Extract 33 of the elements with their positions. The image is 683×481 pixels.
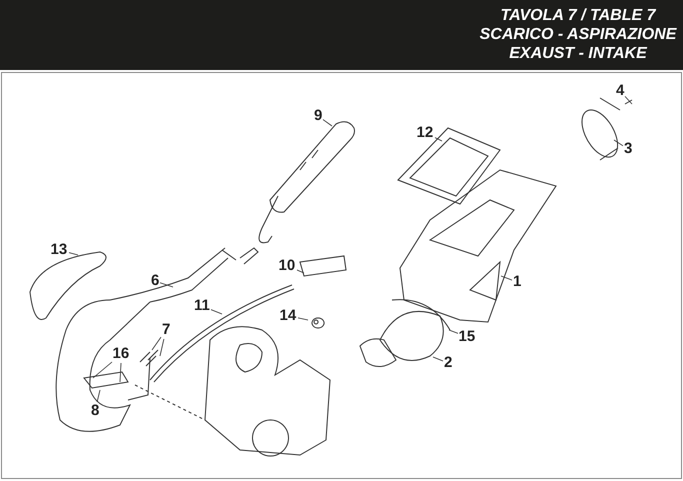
- callout-number: 14: [280, 308, 296, 324]
- callout-number: 16: [112, 346, 130, 362]
- leader-line: [448, 330, 458, 334]
- leader-line: [614, 140, 624, 146]
- leader-line: [210, 309, 222, 314]
- callout-number: 8: [91, 403, 100, 419]
- leader-line: [152, 336, 162, 350]
- callout-number: 11: [194, 298, 210, 314]
- callout-number: 12: [416, 125, 434, 141]
- callout-number: 1: [513, 274, 522, 290]
- leader-line: [298, 318, 308, 320]
- leader-line: [500, 276, 512, 280]
- title: TAVOLA 7 / TABLE 7 SCARICO - ASPIRAZIONE EXAUST - INTAKE: [478, 6, 678, 63]
- leader-line: [96, 390, 100, 402]
- leader-line: [92, 362, 112, 378]
- leader-line: [432, 356, 444, 362]
- leader-line: [322, 119, 332, 126]
- leader-line: [434, 137, 442, 142]
- callout-number: 13: [50, 242, 68, 258]
- leader-line: [160, 338, 164, 356]
- callout-number: 6: [151, 273, 160, 289]
- callout-number: 10: [278, 258, 296, 274]
- leader-line: [296, 270, 304, 274]
- leader-line: [68, 252, 78, 256]
- leader-line: [160, 282, 174, 288]
- leader-line: [624, 96, 632, 104]
- callout-number: 4: [616, 83, 624, 99]
- callout-number: 3: [624, 141, 632, 157]
- callout-number: 15: [458, 329, 476, 345]
- leader-line: [120, 362, 122, 382]
- callout-number: 9: [314, 108, 322, 124]
- callout-number: 7: [162, 322, 170, 338]
- callout-number: 2: [444, 355, 452, 371]
